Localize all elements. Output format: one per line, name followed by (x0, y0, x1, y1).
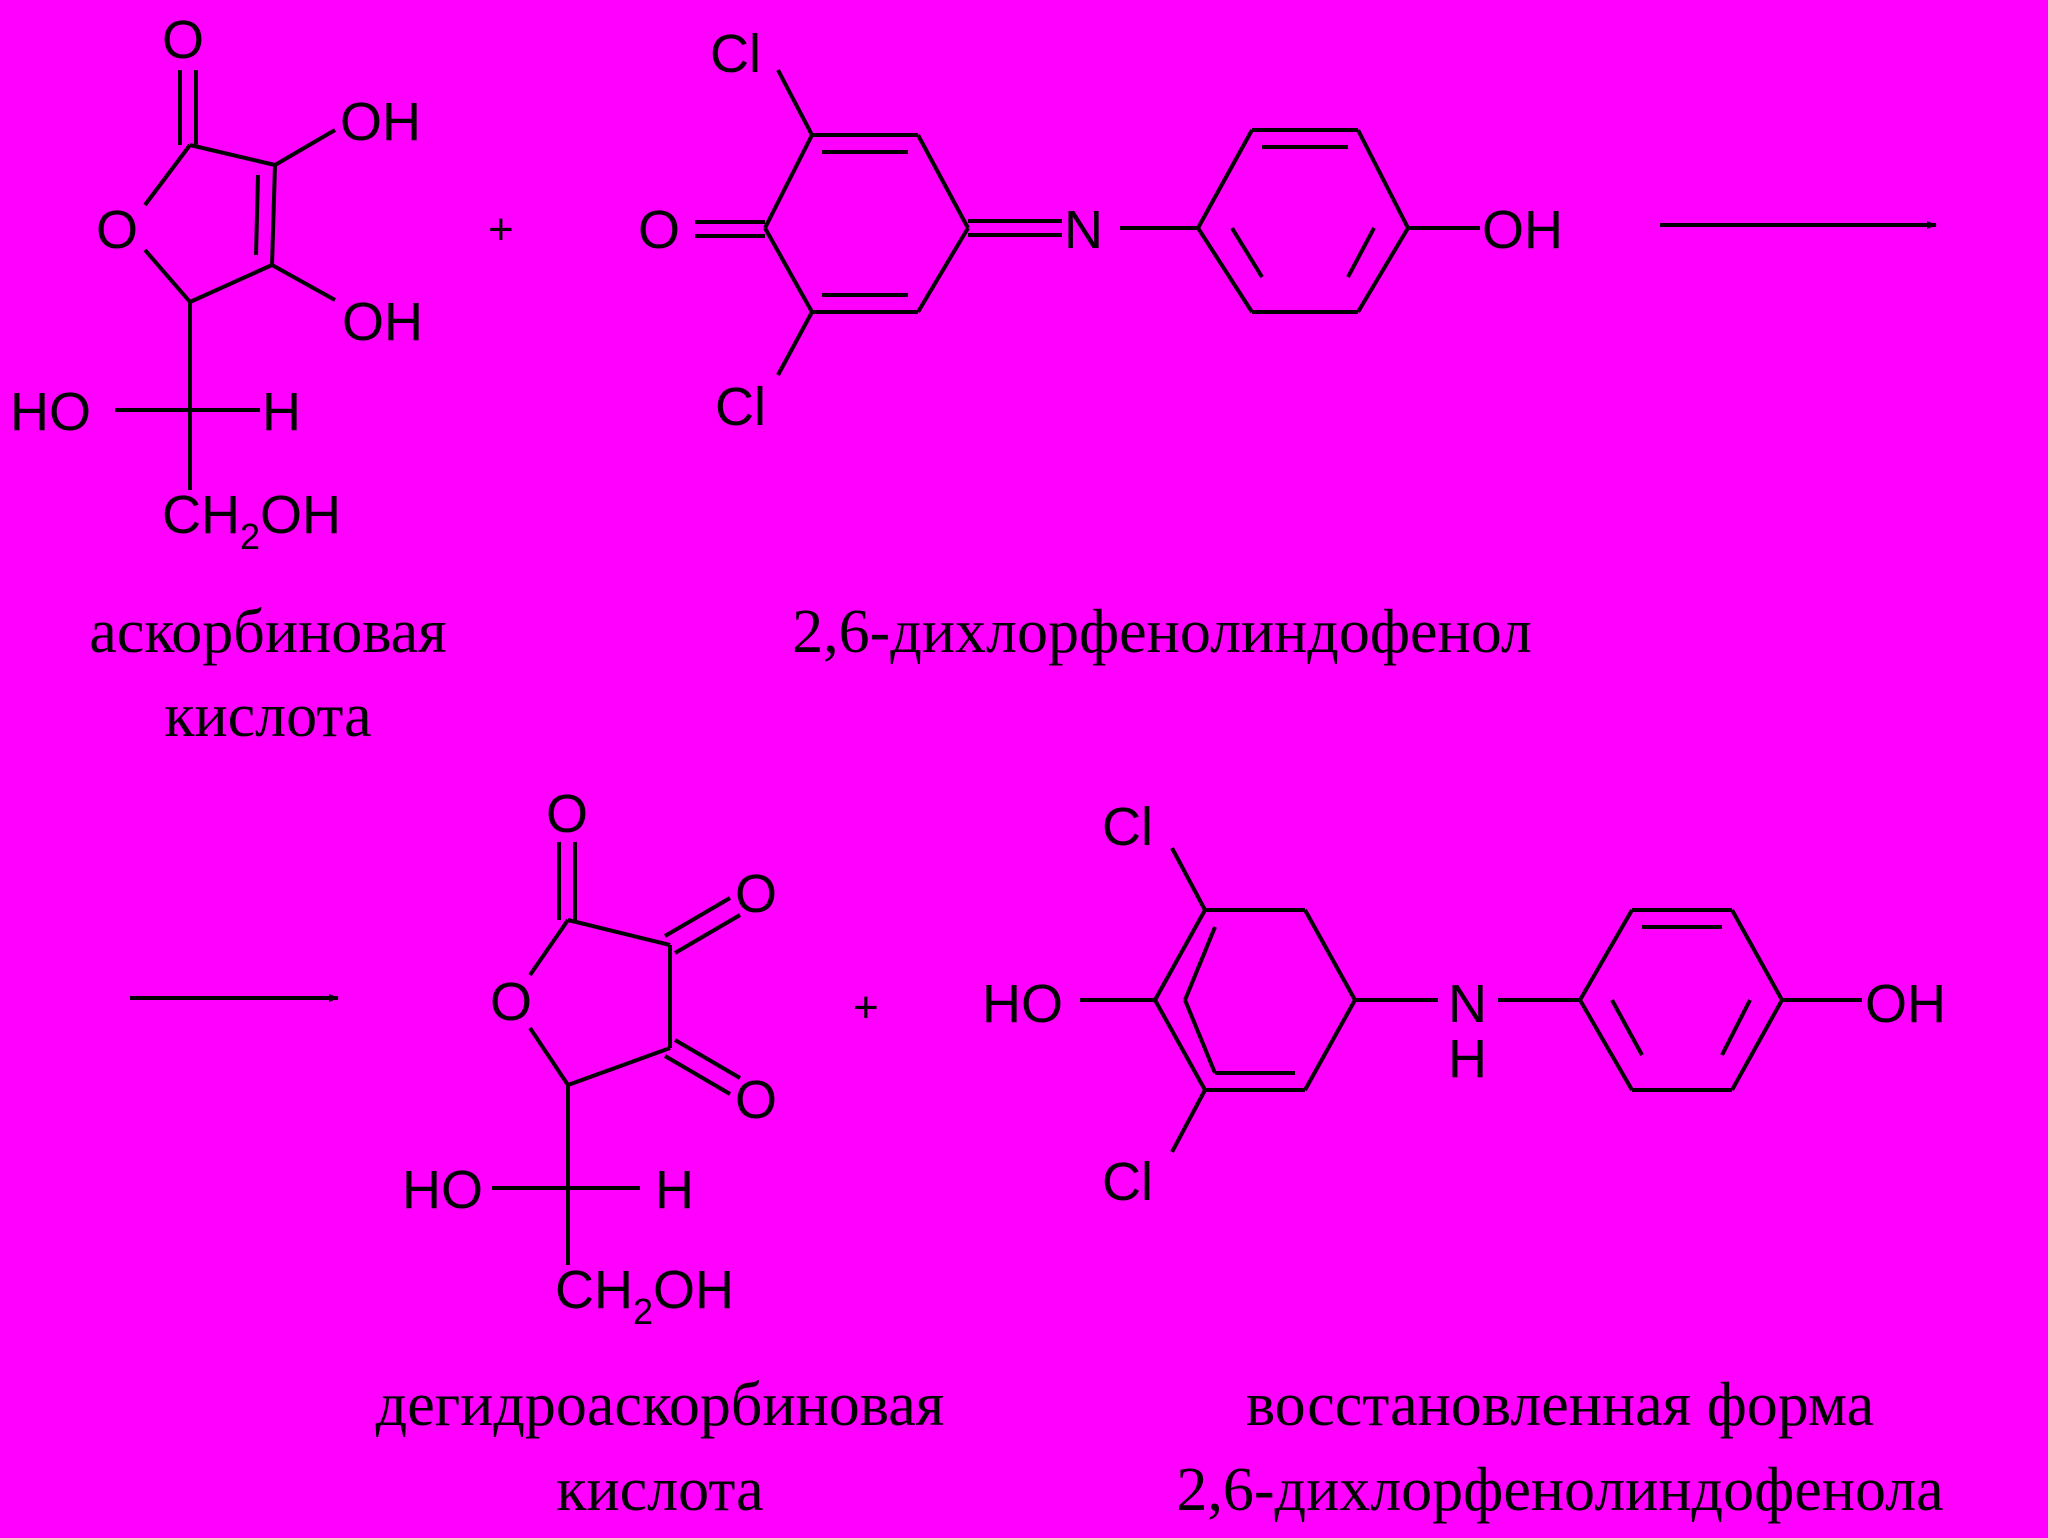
phenol-hydroxyl-label: OH (1482, 200, 1563, 260)
ascorbic-acid-caption-line2: кислота (164, 682, 371, 750)
reduced-dcpip-structure: Cl HO N H OH Cl (982, 797, 1946, 1212)
dehydro-side-hydrogen-label: H (655, 1160, 694, 1220)
ring-oxygen-label: O (96, 200, 138, 260)
dehydro-oh-label: OH (653, 1260, 734, 1320)
dehydroascorbic-caption-line2: кислота (556, 1456, 763, 1524)
dehydro-subscript-two: 2 (633, 1291, 653, 1332)
side-chain-hydroxyl-label: HO (10, 382, 91, 442)
ascorbic-acid-structure: O OH O OH HO H CH2OH (10, 10, 423, 557)
reduced-hydroxyl-label-right: OH (1865, 974, 1946, 1034)
oh-label: OH (260, 485, 341, 545)
dehydro-ch2oh-group: CH2OH (555, 1260, 734, 1332)
dcpip-structure: Cl O N OH Cl (638, 24, 1563, 437)
ch-label: CH (162, 485, 240, 545)
quinone-oxygen-label: O (638, 200, 680, 260)
amine-hydrogen-label: H (1448, 1029, 1487, 1089)
chlorine-label-top: Cl (710, 24, 761, 84)
carbonyl-oxygen-label: O (162, 10, 204, 70)
amine-nitrogen-label: N (1448, 974, 1487, 1034)
dehydroascorbic-acid-structure: O O O O HO H CH2OH (402, 784, 777, 1332)
reduced-dcpip-caption-line2: 2,6-дихлорфенолиндофенола (1176, 1456, 1943, 1524)
dehydro-side-hydroxyl-label: HO (402, 1160, 483, 1220)
dehydro-carbonyl-oxygen-label-3: O (735, 1070, 777, 1130)
ascorbic-acid-caption-line1: аскорбиновая (89, 598, 446, 666)
dehydro-carbonyl-oxygen-label-2: O (735, 864, 777, 924)
hydroxyl-label-2: OH (342, 292, 423, 352)
dehydroascorbic-caption-line1: дегидроаскорбиновая (376, 1371, 945, 1439)
dcpip-caption: 2,6-дихлорфенолиндофенол (792, 598, 1532, 666)
reduced-chlorine-label-bottom: Cl (1102, 1152, 1153, 1212)
dehydro-carbonyl-oxygen-label-1: O (546, 784, 588, 844)
hydroxyl-label-3: OH (340, 92, 421, 152)
chlorine-label-bottom: Cl (715, 377, 766, 437)
subscript-two: 2 (240, 516, 260, 557)
ch2oh-group: CH2OH (162, 485, 341, 557)
side-chain-hydrogen-label: H (262, 382, 301, 442)
plus-sign-2: + (853, 983, 879, 1032)
dehydro-ch-label: CH (555, 1260, 633, 1320)
dehydro-ring-oxygen-label: O (490, 972, 532, 1032)
reduced-chlorine-label-top: Cl (1102, 797, 1153, 857)
reduced-dcpip-caption-line1: восстановленная форма (1246, 1371, 1874, 1439)
imine-nitrogen-label: N (1064, 200, 1103, 260)
reduced-hydroxyl-label-left: HO (982, 974, 1063, 1034)
plus-sign-1: + (488, 205, 514, 254)
